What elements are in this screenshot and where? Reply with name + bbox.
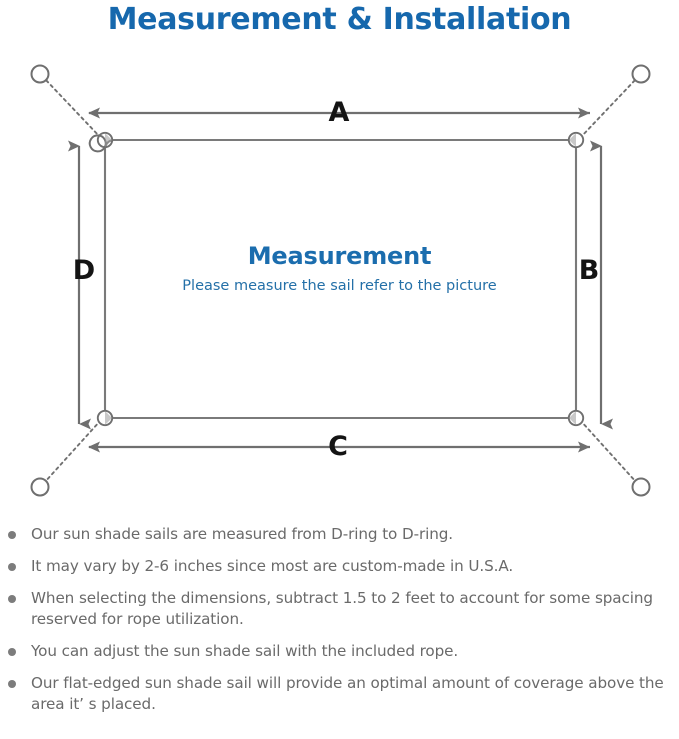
list-item-text: Our flat-edged sun shade sail will provi…: [31, 674, 664, 713]
list-item-text: It may vary by 2-6 inches since most are…: [31, 557, 514, 575]
list-item: You can adjust the sun shade sail with t…: [0, 641, 679, 662]
dimension-label-b: B: [578, 255, 600, 286]
dimension-label-a: A: [328, 97, 350, 128]
page-title: Measurement & Installation: [107, 2, 572, 37]
bullet-icon: [8, 595, 16, 603]
dimension-label-c: C: [328, 431, 348, 462]
list-item-text: When selecting the dimensions, subtract …: [31, 589, 653, 628]
list-item: Our flat-edged sun shade sail will provi…: [0, 673, 679, 715]
dimension-label-d: D: [72, 255, 96, 286]
rope-top-left: [43, 77, 102, 139]
sail-body: [103, 138, 578, 420]
rope-top-right: [579, 77, 638, 139]
rope-bottom-right: [579, 419, 638, 484]
list-item: Our sun shade sails are measured from D-…: [0, 524, 679, 545]
d-ring-top-right-tab: [569, 133, 576, 147]
list-item: It may vary by 2-6 inches since most are…: [0, 556, 679, 577]
bullet-icon: [8, 680, 16, 688]
notes-list: Our sun shade sails are measured from D-…: [0, 524, 679, 726]
anchor-point-top-right: [631, 64, 651, 84]
anchor-point-bottom-left: [30, 477, 50, 497]
list-item: When selecting the dimensions, subtract …: [0, 588, 679, 630]
rope-bottom-left: [43, 419, 102, 484]
d-ring-top-left-tab: [105, 133, 112, 147]
list-item-text: Our sun shade sails are measured from D-…: [31, 525, 454, 543]
bullet-icon: [8, 531, 16, 539]
d-ring-bottom-right-tab: [569, 411, 576, 425]
bullet-icon: [8, 563, 16, 571]
d-ring-bottom-left-tab: [105, 411, 112, 425]
bullet-icon: [8, 648, 16, 656]
anchor-point-top-left: [30, 64, 50, 84]
sail-measurement-diagram: Measurement Please measure the sail refe…: [0, 46, 679, 518]
anchor-point-bottom-right: [631, 477, 651, 497]
list-item-text: You can adjust the sun shade sail with t…: [31, 642, 459, 660]
d-ring-top-left-hole: [96, 131, 114, 149]
